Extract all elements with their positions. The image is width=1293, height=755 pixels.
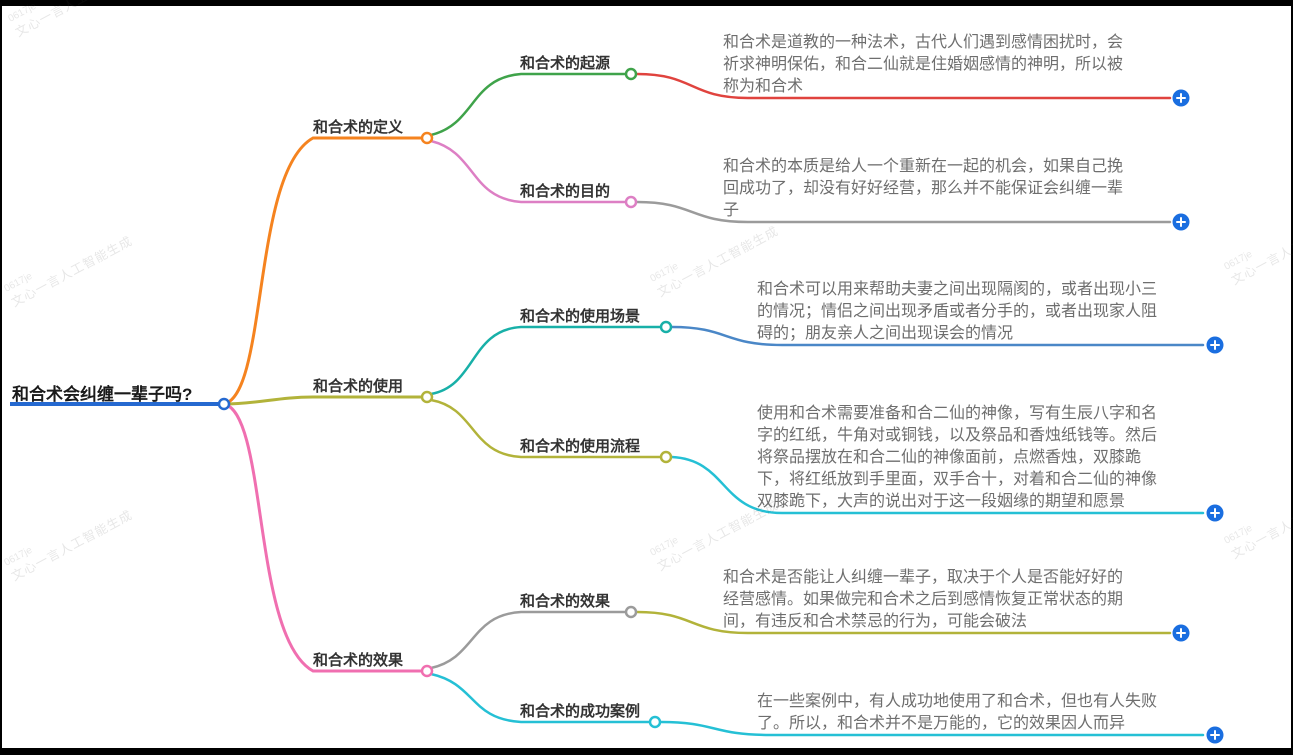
subtopic-usage-flow[interactable]: 和合术的使用流程 bbox=[520, 438, 641, 455]
leaf-line-success-case bbox=[659, 720, 1205, 737]
leaf-text-success-case[interactable]: 在一些案例中，有人成功地使用了和合术，但也有人失败了。所以，和合术并不是万能的，… bbox=[757, 693, 1158, 732]
screen-edge-bottom bbox=[0, 748, 1293, 755]
branch-line-effect bbox=[222, 402, 423, 673]
node-handle-origin[interactable] bbox=[624, 67, 638, 81]
leaf-line-usage-scene bbox=[670, 325, 1205, 347]
subbranch-line-usage-scene bbox=[429, 325, 663, 396]
branch-line-usage bbox=[222, 395, 423, 406]
topic-usage[interactable]: 和合术的使用 bbox=[313, 378, 404, 395]
leaf-text-purpose[interactable]: 和合术的本质是给人一个重新在一起的机会，如果自己挽回成功了，却没有好好经营，那么… bbox=[723, 158, 1124, 219]
branch-line-definition bbox=[222, 136, 423, 406]
subtopic-effect[interactable]: 和合术的效果 bbox=[520, 593, 611, 610]
node-handle-usage-scene[interactable] bbox=[659, 320, 673, 334]
subtopic-origin[interactable]: 和合术的起源 bbox=[520, 55, 611, 72]
subbranch-line-purpose bbox=[429, 139, 628, 204]
node-handle-effect[interactable] bbox=[420, 664, 434, 678]
topic-effect[interactable]: 和合术的效果 bbox=[313, 652, 404, 669]
screen-edge-right bbox=[1291, 0, 1293, 755]
plus-icon bbox=[1210, 730, 1220, 740]
expand-button-purpose[interactable] bbox=[1172, 213, 1190, 231]
leaf-text-origin[interactable]: 和合术是道教的一种法术，古代人们遇到感情困扰时，会祈求神明保佑，和合二仙就是住婚… bbox=[723, 34, 1124, 95]
node-handle-definition[interactable] bbox=[420, 131, 434, 145]
node-handle-root[interactable] bbox=[217, 397, 231, 411]
expand-button-usage-scene[interactable] bbox=[1206, 336, 1224, 354]
subbranch-line-effect bbox=[429, 610, 628, 670]
leaf-text-usage-flow[interactable]: 使用和合术需要准备和合二仙的神像，写有生辰八字和名字的红纸，牛角对或铜钱，以及祭… bbox=[757, 405, 1158, 510]
node-handle-effect-sub[interactable] bbox=[624, 605, 638, 619]
subbranch-line-usage-flow bbox=[429, 398, 663, 459]
subbranch-line-success-case bbox=[429, 672, 652, 724]
node-handle-success-case[interactable] bbox=[648, 715, 662, 729]
plus-icon bbox=[1210, 508, 1220, 518]
subtopic-purpose[interactable]: 和合术的目的 bbox=[520, 183, 611, 200]
plus-icon bbox=[1176, 93, 1186, 103]
node-handle-usage-flow[interactable] bbox=[659, 450, 673, 464]
plus-icon bbox=[1176, 628, 1186, 638]
leaf-text-usage-scene[interactable]: 和合术可以用来帮助夫妻之间出现隔阂的，或者出现小三的情况；情侣之间出现矛盾或者分… bbox=[757, 281, 1158, 342]
subtopic-success-case[interactable]: 和合术的成功案例 bbox=[520, 703, 641, 720]
subbranch-line-origin bbox=[429, 72, 628, 137]
root-topic[interactable]: 和合术会纠缠一辈子吗? bbox=[12, 385, 193, 404]
plus-icon bbox=[1176, 217, 1186, 227]
leaf-line-usage-flow bbox=[670, 455, 1205, 515]
topic-definition[interactable]: 和合术的定义 bbox=[313, 119, 404, 136]
subtopic-usage-scene[interactable]: 和合术的使用场景 bbox=[520, 308, 641, 325]
node-handle-purpose[interactable] bbox=[624, 195, 638, 209]
leaf-line-origin bbox=[635, 72, 1172, 100]
leaf-line-purpose bbox=[635, 200, 1172, 224]
leaf-text-effect[interactable]: 和合术是否能让人纠缠一辈子，取决于个人是否能好好的经营感情。如果做完和合术之后到… bbox=[723, 569, 1124, 630]
expand-button-effect[interactable] bbox=[1172, 624, 1190, 642]
expand-button-usage-flow[interactable] bbox=[1206, 504, 1224, 522]
plus-icon bbox=[1210, 340, 1220, 350]
screen-edge-top bbox=[0, 0, 1293, 6]
leaf-line-effect bbox=[635, 610, 1172, 635]
expand-button-success-case[interactable] bbox=[1206, 726, 1224, 744]
screen-edge-left bbox=[0, 0, 2, 755]
node-handle-usage[interactable] bbox=[420, 390, 434, 404]
expand-button-origin[interactable] bbox=[1172, 89, 1190, 107]
